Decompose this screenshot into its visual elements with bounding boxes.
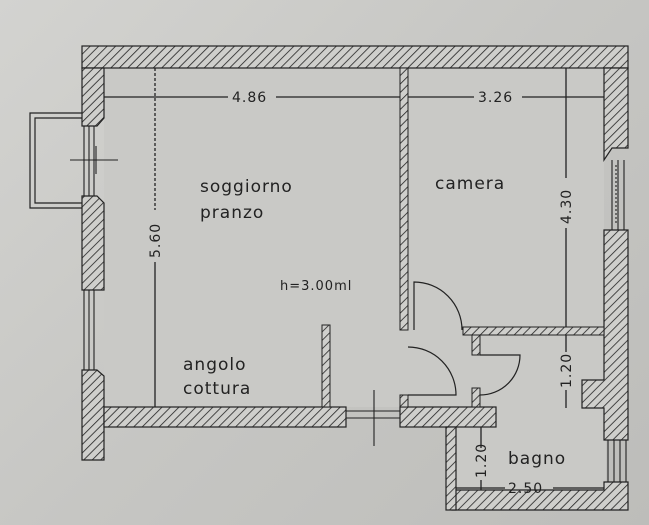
room-label-soggiorno-line2: pranzo [200, 203, 264, 223]
window-left-upper [83, 126, 95, 196]
door-swings [407, 281, 521, 396]
wall-door-jamb-lower [399, 394, 409, 408]
wall-top [81, 45, 629, 69]
dim-soggiorno-width: 4.86 [232, 90, 267, 106]
dim-bagno-depth: 1.20 [474, 443, 490, 478]
floor-area [104, 67, 606, 490]
wall-bagno-left [445, 426, 457, 511]
window-right-camera [611, 160, 625, 230]
room-label-camera: camera [435, 174, 505, 194]
interior-walls [321, 67, 605, 408]
dimension-labels: 4.86 3.26 5.60 4.30 1.20 1.20 2.50 [148, 90, 575, 497]
exterior-walls [81, 45, 629, 511]
wall-right-upper [603, 67, 629, 162]
entrance-door [346, 390, 400, 446]
door-soggiorno [407, 346, 457, 396]
dim-disimpegno-depth: 1.20 [559, 353, 575, 388]
door-camera [413, 281, 463, 331]
room-labels: soggiorno pranzo camera angolo cottura b… [183, 174, 566, 469]
windows [29, 112, 627, 482]
door-bagno [479, 354, 521, 396]
wall-left-upper [81, 67, 105, 127]
room-label-soggiorno-line1: soggiorno [200, 177, 293, 197]
wall-kitchen-partition [321, 324, 331, 408]
wall-disimpegno-stub-bottom [471, 387, 481, 408]
dim-camera-width: 3.26 [478, 90, 513, 106]
dim-camera-depth: 4.30 [559, 189, 575, 224]
wall-camera-bottom [462, 326, 605, 336]
wall-left-lower [81, 369, 105, 461]
dimension-lines [104, 68, 604, 490]
window-left-lower [83, 290, 95, 370]
room-label-angolo: angolo [183, 355, 247, 375]
room-label-cottura: cottura [183, 379, 251, 399]
room-label-bagno: bagno [508, 449, 566, 469]
ceiling-height-note: h=3.00ml [280, 279, 352, 294]
window-right-bagno [607, 440, 627, 482]
dim-bagno-width: 2.50 [508, 481, 543, 497]
wall-disimpegno-stub-top [471, 334, 481, 356]
balcony [29, 112, 82, 209]
wall-camera-left [399, 67, 409, 331]
wall-left-middle [81, 195, 105, 291]
wall-bottom-right [399, 406, 497, 428]
wall-bottom-left [103, 406, 347, 428]
wall-right-middle [581, 229, 629, 441]
dim-soggiorno-depth: 5.60 [148, 223, 164, 258]
